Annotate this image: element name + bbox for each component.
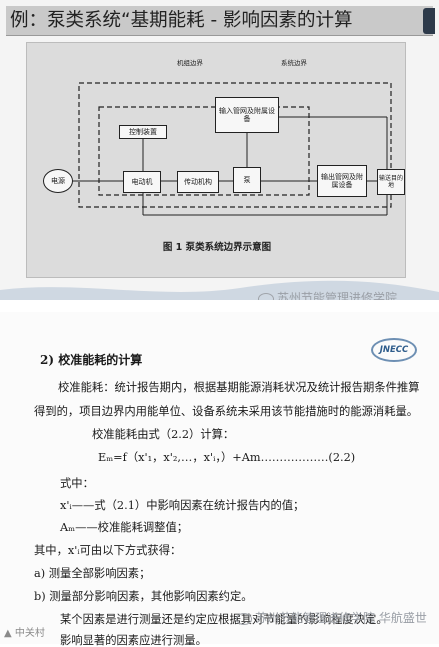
- jnecc-logo: JNECC: [371, 338, 417, 362]
- para1-line1: 校准能耗：统计报告期内，根据基期能源消耗状况及统计报告期条件推算: [58, 381, 420, 394]
- divider: [0, 300, 439, 312]
- slide-title: 例：泵类系统“基期能耗 - 影响因素的计算: [6, 6, 433, 36]
- def-x: x'ᵢ——式（2.1）中影响因素在统计报告内的值；: [60, 499, 305, 512]
- slide-bottom-strip: 苏州节能管理进修学院: [0, 276, 439, 300]
- section-heading: 2) 校准能耗的计算: [40, 353, 143, 367]
- slide-watermark-text: 苏州节能管理进修学院: [277, 291, 398, 300]
- obtain-line: 其中，x'ᵢ可由以下方式获得：: [34, 544, 182, 557]
- wave-decoration: [0, 280, 439, 300]
- option-a: a) 测量全部影响因素；: [34, 567, 151, 580]
- slide-watermark: 苏州节能管理进修学院: [258, 289, 397, 300]
- box-control: 控制装置: [119, 125, 167, 139]
- slide-corner-tab: [423, 8, 435, 34]
- box-power: 电源: [43, 169, 73, 193]
- wechat-icon: [258, 292, 274, 300]
- wechat-icon-2: [236, 612, 252, 625]
- slide-panel: 例：泵类系统“基期能耗 - 影响因素的计算 机组边界 系统边界 输入管网及附属设…: [0, 0, 439, 300]
- figure-photo: 机组边界 系统边界 输入管网及附属设备 控制装置 电源 电动机 传动机构 泵 输…: [26, 42, 406, 278]
- tag-system-boundary: 系统边界: [281, 59, 307, 67]
- para1-line2: 得到的，项目边界内用能单位、设备系统未采用该节能措施时的能源消耗量。: [34, 405, 419, 418]
- figure-caption: 图 1 泵类系统边界示意图: [162, 242, 272, 253]
- def-a: Aₘ——校准能耗调整值；: [60, 521, 189, 534]
- tag-equipment-boundary: 机组边界: [177, 59, 203, 67]
- figure-lines: [72, 82, 392, 216]
- note-1: 某个因素是进行测量还是约定应根据其对节能量的影响程度决定。: [60, 613, 388, 626]
- system-boundary: [78, 82, 392, 208]
- formula-intro: 校准能耗由式（2.2）计算：: [92, 428, 235, 441]
- box-target: 输送目的地: [377, 169, 405, 195]
- note-2: 影响显著的因素应进行测量。: [60, 634, 207, 647]
- formula: Eₘ=f（x'₁，x'₂,…，x'ᵢ，）+Am………………(2.2): [98, 451, 356, 464]
- doc-watermark-text: 苏州节能管理进修学院 华航盛世: [255, 611, 427, 625]
- document-page: JNECC 2) 校准能耗的计算 校准能耗：统计报告期内，根据基期能源消耗状况及…: [0, 312, 439, 647]
- box-pump: 泵: [233, 167, 261, 193]
- box-output-pipe: 输出管网及附属设备: [317, 165, 367, 197]
- box-transmission: 传动机构: [177, 171, 219, 193]
- footer-source: ▲ 中关村: [4, 628, 45, 639]
- box-motor: 电动机: [123, 171, 161, 193]
- where-label: 式中：: [60, 477, 94, 490]
- doc-watermark: 苏州节能管理进修学院 华航盛世: [236, 612, 427, 625]
- equipment-boundary: [98, 106, 310, 196]
- option-b: b) 测量部分影响因素，其他影响因素约定。: [34, 590, 253, 603]
- box-input-pipe: 输入管网及附属设备: [215, 97, 279, 133]
